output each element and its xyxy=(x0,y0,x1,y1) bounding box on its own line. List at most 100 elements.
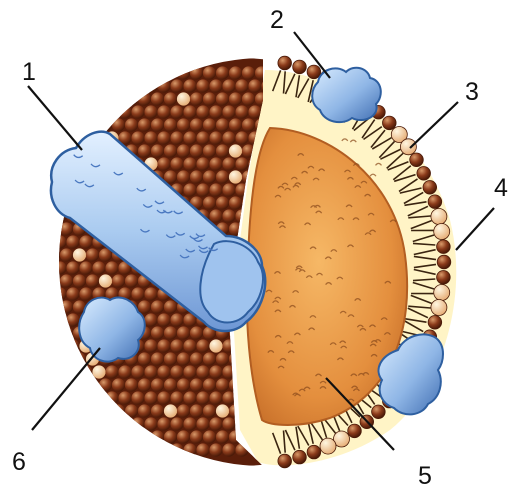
bead xyxy=(138,118,151,131)
bead xyxy=(216,118,229,131)
bead xyxy=(196,157,209,170)
bead xyxy=(138,92,151,105)
bead xyxy=(183,157,196,170)
bead xyxy=(47,248,60,261)
bead xyxy=(118,391,131,404)
bead xyxy=(144,391,157,404)
bead xyxy=(164,430,177,443)
label-5: 5 xyxy=(418,462,432,486)
bead xyxy=(222,157,235,170)
bead xyxy=(209,365,222,378)
pale-bead xyxy=(209,339,222,352)
rim-bead xyxy=(428,195,442,209)
label-3: 3 xyxy=(465,78,479,106)
bead xyxy=(164,300,177,313)
bead xyxy=(105,105,118,118)
bead xyxy=(60,248,73,261)
bead xyxy=(125,378,138,391)
bead xyxy=(183,183,196,196)
bead xyxy=(235,105,248,118)
bead xyxy=(118,105,131,118)
rim-bead-pale xyxy=(434,285,450,301)
bead xyxy=(138,144,151,157)
bead xyxy=(170,79,183,92)
bead xyxy=(177,404,190,417)
bead xyxy=(222,79,235,92)
rim-bead xyxy=(417,167,431,181)
bead xyxy=(164,378,177,391)
bead xyxy=(40,235,53,248)
bead xyxy=(131,131,144,144)
bead xyxy=(151,378,164,391)
rim-bead xyxy=(307,445,321,459)
bead xyxy=(177,378,190,391)
bead xyxy=(144,339,157,352)
bead xyxy=(235,157,248,170)
bead xyxy=(53,287,66,300)
leader-6 xyxy=(32,348,100,430)
bead xyxy=(235,79,248,92)
bead xyxy=(177,430,190,443)
bead xyxy=(190,118,203,131)
bead xyxy=(196,365,209,378)
bead xyxy=(209,157,222,170)
rim-bead xyxy=(437,255,451,269)
bead xyxy=(170,157,183,170)
bead xyxy=(105,261,118,274)
bead xyxy=(190,66,203,79)
bead xyxy=(138,300,151,313)
bead xyxy=(183,131,196,144)
bead xyxy=(209,131,222,144)
rim-bead xyxy=(437,240,451,254)
bead xyxy=(131,365,144,378)
bead xyxy=(157,339,170,352)
bead xyxy=(66,261,79,274)
bead xyxy=(222,365,235,378)
leader-3 xyxy=(410,102,458,148)
pale-bead xyxy=(177,92,190,105)
bead xyxy=(216,92,229,105)
bead xyxy=(222,391,235,404)
rim-bead-pale xyxy=(431,300,447,316)
bead xyxy=(151,352,164,365)
bead xyxy=(151,326,164,339)
bead xyxy=(170,443,183,456)
bead xyxy=(138,352,151,365)
bead xyxy=(60,222,73,235)
bead xyxy=(177,66,190,79)
bead xyxy=(190,326,203,339)
bead xyxy=(235,131,248,144)
bead xyxy=(222,183,235,196)
bead xyxy=(73,274,86,287)
pale-bead xyxy=(118,417,131,430)
bead xyxy=(138,404,151,417)
bead xyxy=(242,66,255,79)
bead xyxy=(190,404,203,417)
bead xyxy=(209,443,222,456)
bead xyxy=(92,261,105,274)
bead xyxy=(144,79,157,92)
bead xyxy=(164,92,177,105)
pale-bead xyxy=(92,365,105,378)
bead xyxy=(216,378,229,391)
bead xyxy=(112,378,125,391)
bead xyxy=(209,105,222,118)
bead xyxy=(40,261,53,274)
bead xyxy=(164,352,177,365)
bead xyxy=(131,287,144,300)
bead xyxy=(157,313,170,326)
bead xyxy=(47,222,60,235)
bead xyxy=(229,222,242,235)
rim-bead xyxy=(437,271,451,285)
rim-bead xyxy=(293,450,307,464)
bead xyxy=(190,378,203,391)
bead xyxy=(144,417,157,430)
bead xyxy=(190,430,203,443)
bead xyxy=(216,352,229,365)
bead xyxy=(53,261,66,274)
bead xyxy=(47,326,60,339)
bead xyxy=(112,404,125,417)
bead xyxy=(229,430,242,443)
bead xyxy=(209,209,222,222)
bead xyxy=(229,66,242,79)
